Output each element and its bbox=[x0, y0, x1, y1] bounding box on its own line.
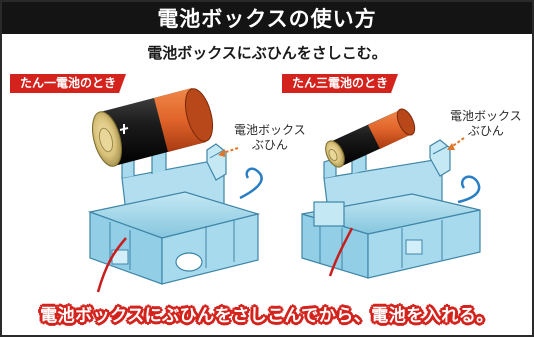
battery-box-left bbox=[87, 143, 263, 293]
callout-left-line2: ぶひん bbox=[251, 138, 288, 152]
callout-arrowhead-left bbox=[218, 149, 225, 157]
d-battery bbox=[92, 88, 214, 167]
header-bar: 電池ボックスの使い方 bbox=[2, 2, 532, 34]
callout-left-line1: 電池ボックス bbox=[234, 123, 306, 137]
aa-battery bbox=[325, 108, 416, 168]
battery-box-right bbox=[301, 139, 481, 279]
callout-arrow-right bbox=[449, 137, 465, 149]
tag-aa-battery: たん三電池のとき bbox=[282, 74, 398, 93]
subtitle: 電池ボックスにぶひんをさしこむ。 bbox=[147, 44, 387, 62]
tag-d-battery: たん一電池のとき bbox=[10, 74, 126, 93]
callout-label-left: 電池ボックス ぶひん bbox=[234, 123, 306, 153]
callout-right-line1: 電池ボックス bbox=[450, 109, 522, 123]
footer-instruction: 電池ボックスにぶひんをさしこんでから、電池を入れる。 bbox=[40, 306, 494, 326]
page-title: 電池ボックスの使い方 bbox=[157, 7, 377, 31]
callout-label-right: 電池ボックス ぶひん bbox=[450, 109, 522, 139]
callout-arrowhead-right bbox=[447, 143, 455, 150]
callout-right-line2: ぶひん bbox=[467, 124, 504, 138]
